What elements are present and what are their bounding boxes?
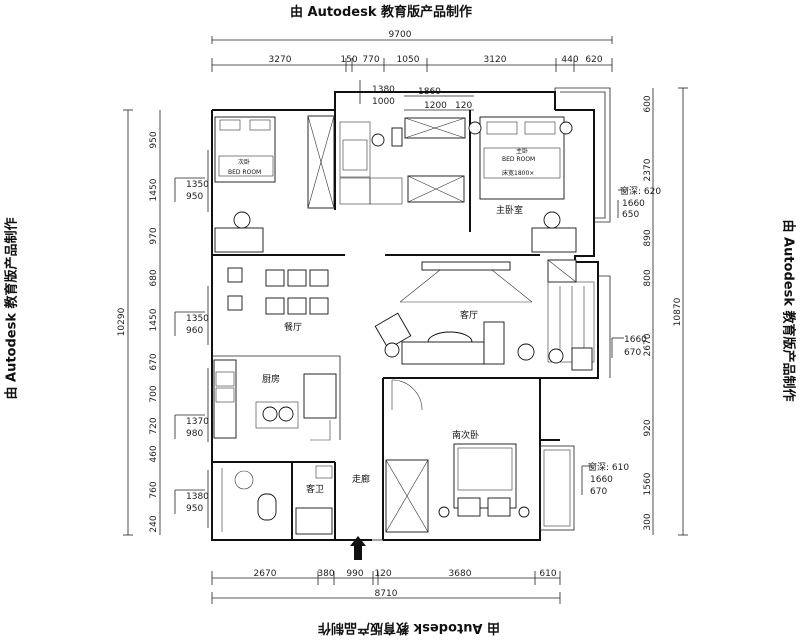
dim-top-2: 150	[340, 55, 357, 65]
label-corridor: 走廊	[352, 473, 370, 485]
south-bedroom: 南次卧	[385, 379, 530, 533]
right-dimension-lines: 10870 600 2370 890 800 2670 920 1560 300…	[581, 87, 688, 536]
dim-rwin1-c: 650	[622, 210, 639, 220]
kitchen: 厨房	[213, 359, 337, 441]
dim-left-9: 460	[149, 445, 159, 462]
dim-rwin2-b: 670	[624, 348, 641, 358]
dim-right-4: 800	[643, 269, 653, 286]
guest-bath: 客卫	[221, 465, 333, 535]
label-living: 客厅	[460, 309, 478, 321]
dim-rwin1-b: 1660	[622, 199, 645, 209]
dim-win1-b: 950	[186, 192, 203, 202]
label-dining: 餐厅	[284, 321, 302, 333]
dim-top-7: 620	[585, 55, 602, 65]
top-dimension-lines: 9700 3270 150 770 1050 3120 440 620	[211, 30, 613, 72]
dim-bottom-1: 2670	[254, 569, 277, 579]
dim-bottom-3: 990	[346, 569, 363, 579]
bottom-dimension-lines: 2670 380 990 120 3680 610 8710	[211, 569, 561, 604]
dim-win3-a: 1370	[186, 417, 209, 427]
label-kitchen: 厨房	[262, 373, 280, 385]
corridor: 走廊	[350, 473, 383, 560]
dim-left-8: 720	[149, 417, 159, 434]
dim-inner-5: 120	[455, 101, 472, 111]
dim-bottom-2: 380	[317, 569, 334, 579]
dim-right-overall: 10870	[673, 297, 683, 326]
dim-top-4: 1050	[397, 55, 420, 65]
dim-win2-a: 1350	[186, 314, 209, 324]
living-room: 客厅	[374, 259, 595, 371]
dim-bottom-6: 610	[539, 569, 556, 579]
left-dimension-lines: 10290 950 1450 970 680 1450 670 700 720 …	[117, 109, 209, 536]
dim-left-1: 950	[149, 131, 159, 148]
dim-bottom-4: 120	[374, 569, 391, 579]
watermark-top: 由 Autodesk 教育版产品制作	[290, 5, 473, 20]
dim-win4-a: 1380	[186, 492, 209, 502]
walls	[207, 87, 611, 541]
dim-left-11: 240	[149, 515, 159, 532]
dim-bottom-overall: 8710	[375, 589, 398, 599]
dim-rwin1-a: 窗深: 620	[620, 185, 661, 197]
dim-inner-1: 1380	[372, 85, 395, 95]
label-second-bedroom: 次卧	[238, 158, 250, 166]
dim-right-3: 890	[643, 229, 653, 246]
label-south-bedroom: 南次卧	[452, 429, 479, 441]
dim-rwin3-c: 670	[590, 487, 607, 497]
dim-win1-a: 1350	[186, 180, 209, 190]
label-master-tag: 主卧	[516, 147, 528, 155]
dim-left-4: 680	[149, 269, 159, 286]
dim-top-1: 3270	[269, 55, 292, 65]
dim-left-overall: 10290	[117, 307, 127, 336]
dim-left-7: 700	[149, 385, 159, 402]
label-guest-bath: 客卫	[306, 483, 324, 495]
inner-top-dims: 1380 1000 1860 1200 120	[359, 80, 474, 111]
master-bedroom: 主卧 BED ROOM 床宽1800× 主卧室	[468, 116, 577, 253]
dim-inner-4: 1200	[424, 101, 447, 111]
second-bedroom: 次卧 BED ROOM	[214, 115, 335, 253]
dim-left-10: 760	[149, 481, 159, 498]
dim-right-6: 920	[643, 419, 653, 436]
dim-top-overall: 9700	[389, 30, 412, 40]
dim-top-6: 440	[561, 55, 578, 65]
label-master-bed: BED ROOM	[502, 156, 535, 163]
label-second-bed: BED ROOM	[228, 169, 261, 176]
dim-right-2: 2370	[643, 158, 653, 181]
dim-left-2: 1450	[149, 178, 159, 201]
dim-left-3: 970	[149, 227, 159, 244]
dim-left-6: 670	[149, 353, 159, 370]
dim-right-1: 600	[643, 95, 653, 112]
dim-top-5: 3120	[484, 55, 507, 65]
entrance-arrow-icon	[350, 536, 366, 560]
dim-win2-b: 960	[186, 326, 203, 336]
master-bath	[339, 117, 466, 205]
label-master-bedroom: 主卧室	[496, 204, 523, 216]
dining-room: 餐厅	[227, 267, 329, 333]
label-master-bed-size: 床宽1800×	[502, 169, 534, 177]
dim-right-5: 2670	[643, 333, 653, 356]
dim-rwin3-b: 1660	[590, 475, 613, 485]
dim-rwin3-a: 窗深: 610	[588, 461, 629, 473]
dim-bottom-5: 3680	[449, 569, 472, 579]
dim-win3-b: 980	[186, 429, 203, 439]
dim-left-5: 1450	[149, 308, 159, 331]
dim-right-7: 1560	[643, 472, 653, 495]
dim-rwin2-a: 1660	[624, 335, 647, 345]
dim-inner-2: 1000	[372, 97, 395, 107]
dim-right-8: 300	[643, 513, 653, 530]
dim-top-3: 770	[362, 55, 379, 65]
dim-win4-b: 950	[186, 504, 203, 514]
